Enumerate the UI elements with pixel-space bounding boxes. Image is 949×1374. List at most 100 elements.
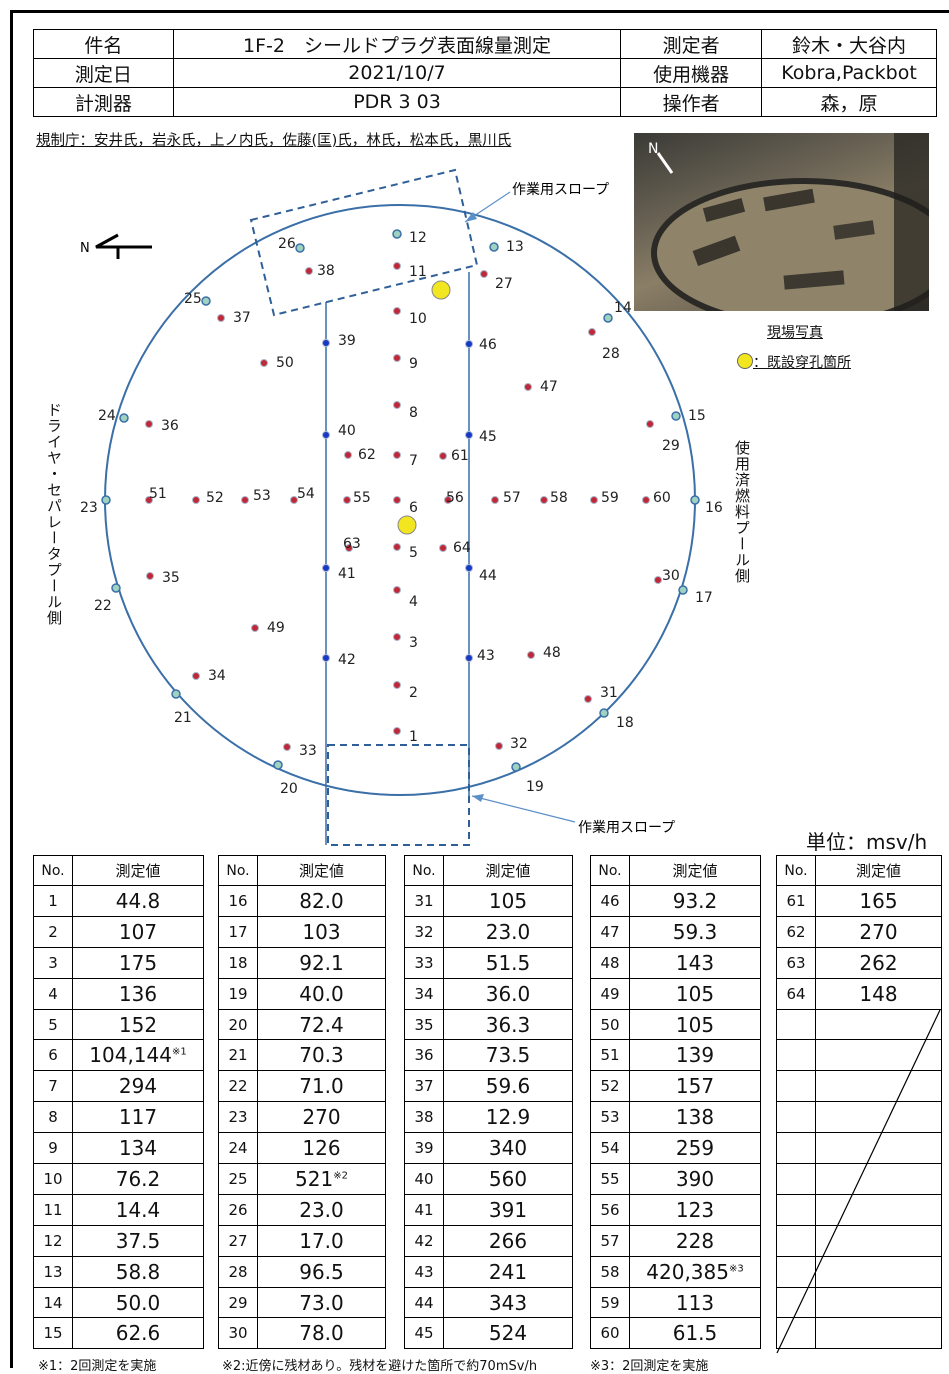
measurement-point-22 (111, 583, 121, 593)
table-row (776, 1101, 942, 1134)
measured-value-text: 59.6 (485, 1074, 531, 1099)
measurement-point-label: 15 (688, 408, 706, 424)
measurement-point-label: 51 (149, 486, 167, 502)
point-number: 36 (404, 1039, 444, 1072)
measurement-point-label: 53 (253, 488, 271, 504)
measured-value: 105 (443, 885, 573, 917)
instrument-value: PDR 3 03 (172, 87, 622, 117)
slope-top-label: 作業用スロープ (512, 182, 609, 198)
empty-cell (815, 1317, 942, 1350)
measurement-point-40 (322, 431, 330, 439)
measured-value-text: 14.4 (115, 1197, 161, 1222)
measured-value-text: 420,385 (646, 1259, 729, 1284)
measured-value-text: 72.4 (299, 1012, 344, 1037)
point-number: 32 (404, 915, 444, 948)
column-header-value: 測定値 (443, 855, 573, 886)
measured-value: 390 (629, 1163, 761, 1195)
measured-value: 134 (72, 1132, 204, 1165)
point-number: 38 (404, 1101, 444, 1134)
measurement-point-label: 17 (695, 590, 713, 606)
table-row (776, 1008, 942, 1041)
empty-cell (815, 1224, 942, 1257)
measurement-point-label: 60 (653, 490, 671, 506)
footnote-2: ※2:近傍に残材あり。残材を避けた箇所で約70mSv/h (222, 1359, 538, 1374)
point-number: 15 (33, 1317, 73, 1350)
measured-value-text: 37.5 (115, 1228, 161, 1253)
measurement-point-label: 16 (705, 500, 723, 516)
measurement-point-62 (344, 451, 352, 459)
point-number: 1 (33, 885, 73, 917)
measured-value-text: 92.1 (299, 950, 344, 975)
measurement-point-label: 56 (446, 490, 464, 506)
column-header-no: No. (590, 855, 630, 886)
measurement-point-56 (444, 496, 452, 504)
measurement-point-label: 41 (338, 566, 356, 582)
measurement-point-label: 34 (208, 668, 226, 684)
point-number: 52 (590, 1070, 630, 1103)
point-number: 46 (590, 885, 630, 917)
empty-cell (776, 1255, 816, 1288)
table-row: 20 72.4 (218, 1008, 386, 1041)
measurement-point-label: 20 (280, 781, 298, 797)
measurement-point-13 (489, 242, 499, 252)
empty-cell (815, 1101, 942, 1134)
measured-value: 228 (629, 1224, 761, 1257)
measured-value-text: 143 (675, 950, 715, 975)
measured-value-text: 139 (675, 1043, 715, 1068)
measured-value: 262 (815, 946, 942, 979)
measured-value: 62.6 (72, 1317, 204, 1350)
point-number: 29 (218, 1286, 258, 1319)
point-number: 9 (33, 1132, 73, 1165)
measured-value-text: 138 (675, 1105, 715, 1130)
measured-value-text: 266 (488, 1228, 528, 1253)
table-row (776, 1317, 942, 1350)
point-number: 58 (590, 1255, 630, 1288)
measured-value-text: 23.0 (299, 1197, 344, 1222)
measurement-point-29 (646, 420, 654, 428)
measurement-point-label: 7 (409, 453, 418, 469)
measured-value-text: 50.0 (115, 1290, 161, 1315)
point-number: 43 (404, 1255, 444, 1288)
measured-value: 58.8 (72, 1255, 204, 1288)
measurement-point-label: 18 (616, 715, 634, 731)
measured-value-text: 560 (488, 1166, 528, 1191)
measured-value-text: 12.9 (485, 1105, 531, 1130)
measured-value: 93.2 (629, 885, 761, 917)
point-number: 63 (776, 946, 816, 979)
measured-value-text: 73.0 (299, 1290, 344, 1315)
measured-value: 136 (72, 977, 204, 1010)
measured-value-text: 270 (302, 1105, 341, 1130)
measurement-point-11 (393, 262, 401, 270)
measured-value: 40.0 (257, 977, 386, 1010)
point-number: 26 (218, 1193, 258, 1226)
measured-value-text: 23.0 (485, 919, 531, 944)
point-number: 48 (590, 946, 630, 979)
measured-value: 266 (443, 1224, 573, 1257)
measured-value-text: 40.0 (299, 981, 344, 1006)
measured-value: 113 (629, 1286, 761, 1319)
point-number: 20 (218, 1008, 258, 1041)
point-number: 22 (218, 1070, 258, 1103)
yellow-dot-icon (737, 353, 753, 369)
measurement-point-label: 25 (184, 291, 202, 307)
measured-value-text: 123 (675, 1197, 715, 1222)
measurement-point-label: 24 (98, 408, 116, 424)
measurement-point-label: 40 (338, 423, 356, 439)
operator-value: 森，原 (761, 87, 937, 117)
measurement-point-label: 6 (409, 500, 418, 516)
measured-value: 103 (257, 915, 386, 948)
